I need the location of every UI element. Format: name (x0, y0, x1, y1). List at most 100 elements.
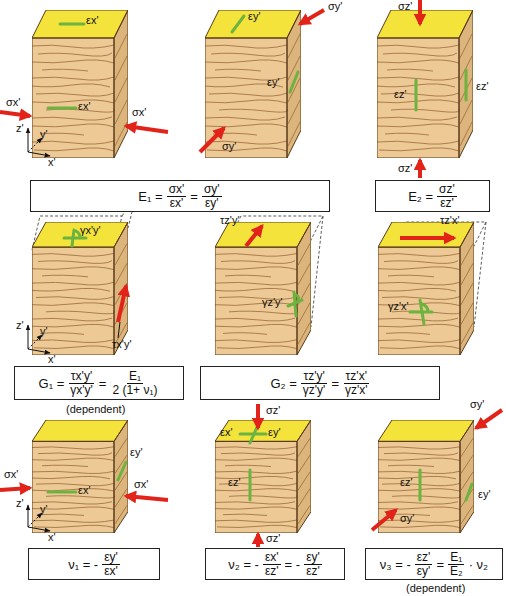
formula-box: ν₃ = - εz'εy'= E₁E₂ · ν₂ (365, 548, 503, 580)
formula-term: = (99, 376, 107, 391)
symbol-label: y' (40, 325, 48, 337)
formula-box: ν₂ = -εx'εz'= -εy'εz' (205, 548, 345, 580)
fraction-denominator: 2 (1+ ν₁) (110, 384, 159, 397)
fraction: σx'εx' (167, 183, 187, 210)
symbol-label: γz'y' (262, 296, 283, 308)
fraction-numerator: εy' (102, 551, 120, 565)
symbol-label: τz'x' (440, 214, 460, 226)
symbol-label: y' (40, 128, 48, 140)
fraction-numerator: τz'y' (301, 370, 326, 384)
symbol-label: σy' (222, 140, 236, 152)
fraction-denominator: γz'x' (343, 384, 370, 397)
formula-term: ν₂ = - (228, 557, 259, 572)
fraction-denominator: εz' (304, 565, 322, 578)
symbol-label: x' (48, 353, 56, 365)
symbol-label: σx' (4, 468, 18, 480)
symbol-label: (dependent) (406, 582, 465, 594)
symbol-label: σx' (6, 96, 20, 108)
symbol-label: εx' (220, 426, 233, 438)
fraction-numerator: εy' (304, 551, 322, 565)
formula-term: E₁ = (138, 189, 162, 204)
symbol-label: εz' (476, 80, 489, 92)
symbol-label: z' (16, 497, 24, 509)
fraction: σy'εy' (202, 183, 222, 210)
fraction-denominator: εz' (438, 197, 456, 210)
fraction-denominator: E₂ (448, 565, 465, 578)
symbol-label: σz' (266, 404, 280, 416)
symbol-label: εx' (78, 484, 91, 496)
fraction: τz'y'γz'y' (301, 370, 328, 397)
fraction: E₁E₂ (448, 551, 465, 578)
symbol-label: σy' (470, 398, 484, 410)
fraction-denominator: γz'y' (301, 384, 328, 397)
symbol-label: σz' (398, 162, 412, 174)
symbol-label: x' (48, 156, 56, 168)
formula-box: E₁ =σx'εx'=σy'εy' (30, 180, 330, 212)
symbol-label: σy' (328, 0, 342, 12)
symbol-label: εy' (130, 446, 143, 458)
symbol-label: z' (16, 122, 24, 134)
fraction: σz'εz' (437, 183, 457, 210)
fraction-numerator: εz' (415, 551, 433, 565)
symbol-label: (dependent) (66, 403, 125, 415)
symbol-label: εy' (248, 10, 261, 22)
symbol-label: y' (40, 503, 48, 515)
symbol-label: εy' (268, 426, 281, 438)
symbol-label: γx'y' (80, 224, 101, 236)
symbol-label: z' (16, 319, 24, 331)
fraction-denominator: εy' (415, 565, 433, 578)
fraction: τx'y'γx'y' (68, 370, 95, 397)
symbol-label: εz' (394, 88, 407, 100)
fraction: εy'εx' (102, 551, 120, 578)
formula-term: = (331, 376, 339, 391)
symbol-label: γz'x' (388, 300, 409, 312)
symbol-label: εx' (86, 14, 99, 26)
formula-term: · ν₂ (469, 557, 489, 572)
symbol-label: τz'y' (220, 214, 240, 226)
fraction: εx'εz' (263, 551, 281, 578)
fraction-denominator: εz' (263, 565, 281, 578)
fraction-numerator: τz'x' (344, 370, 369, 384)
fraction-numerator: εx' (263, 551, 281, 565)
fraction-numerator: τx'y' (69, 370, 94, 384)
formula-box: E₂ = σz'εz' (375, 180, 490, 212)
symbol-label: σz' (266, 532, 280, 544)
fraction-numerator: E₁ (448, 551, 464, 565)
fraction: E₁2 (1+ ν₁) (110, 370, 159, 397)
fraction-denominator: εy' (203, 197, 221, 210)
fraction-denominator: γx'y' (68, 384, 95, 397)
symbol-label: εz' (400, 476, 413, 488)
fraction-numerator: E₁ (127, 370, 143, 384)
formula-term: G₁ = (39, 376, 65, 391)
formula-box: G₂ = τz'y'γz'y'= τz'x'γz'x' (200, 366, 440, 400)
symbol-label: εx' (78, 100, 91, 112)
symbol-label: εy' (267, 76, 280, 88)
symbol-label: σz' (398, 0, 412, 12)
fraction: εy'εz' (304, 551, 322, 578)
symbol-label: τx'y' (112, 338, 132, 350)
fraction-numerator: σy' (202, 183, 222, 197)
formula-term: E₂ = (408, 189, 433, 204)
fraction-numerator: σz' (437, 183, 457, 197)
formula-term: = (436, 557, 444, 572)
fraction: εz'εy' (415, 551, 433, 578)
fraction: τz'x'γz'x' (343, 370, 370, 397)
symbol-label: εz' (228, 476, 241, 488)
symbol-label: σx' (134, 478, 148, 490)
formula-box: ν₁ = - εy'εx' (28, 548, 160, 580)
symbol-label: x' (48, 531, 56, 543)
formula-term: ν₃ = - (380, 557, 411, 572)
formula-box: G₁ =τx'y'γx'y'=E₁2 (1+ ν₁) (14, 366, 184, 400)
formula-term: = (190, 189, 198, 204)
formula-term: G₂ = (270, 376, 296, 391)
fraction-numerator: σx' (167, 183, 187, 197)
symbol-label: εy' (478, 488, 491, 500)
formula-term: = - (285, 557, 301, 572)
fraction-denominator: εx' (102, 565, 120, 578)
formula-term: ν₁ = - (68, 557, 98, 572)
fraction-denominator: εx' (168, 197, 186, 210)
symbol-label: σx' (132, 106, 146, 118)
symbol-label: σy' (400, 512, 414, 524)
